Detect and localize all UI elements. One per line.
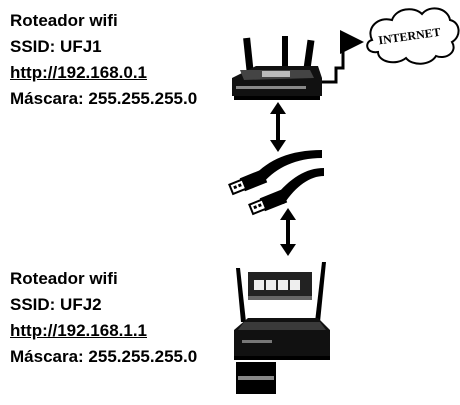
router-bottom-icon xyxy=(234,262,330,394)
router1-title: Roteador wifi xyxy=(10,11,118,30)
double-arrow-icon-top xyxy=(270,102,286,152)
router1-info: Roteador wifi SSID: UFJ1 http://192.168.… xyxy=(10,8,197,112)
router1-mask: Máscara: 255.255.255.0 xyxy=(10,89,198,108)
router2-ssid: SSID: UFJ2 xyxy=(10,295,102,314)
router-top-icon xyxy=(232,36,322,100)
router2-info: Roteador wifi SSID: UFJ2 http://192.168.… xyxy=(10,266,197,370)
router2-url[interactable]: http://192.168.1.1 xyxy=(10,321,148,340)
router1-url[interactable]: http://192.168.0.1 xyxy=(10,63,148,82)
router1-ssid: SSID: UFJ1 xyxy=(10,37,102,56)
usb-cable-icon xyxy=(228,150,324,216)
internet-link-line xyxy=(322,30,364,84)
double-arrow-icon-bottom xyxy=(280,208,296,256)
router2-mask: Máscara: 255.255.255.0 xyxy=(10,347,198,366)
router2-title: Roteador wifi xyxy=(10,269,118,288)
cloud-icon: INTERNET xyxy=(366,7,460,65)
